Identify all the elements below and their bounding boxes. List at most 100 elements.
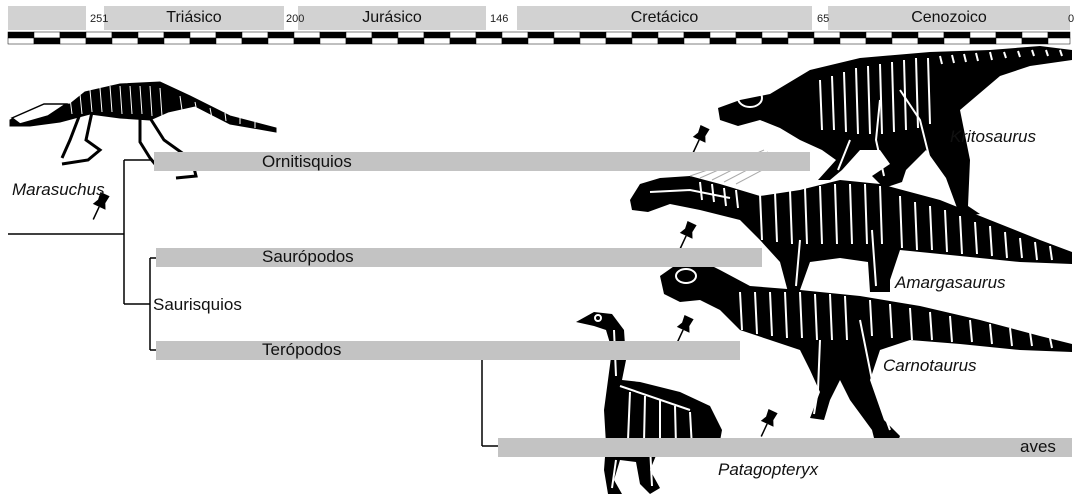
scale-cell: [502, 32, 528, 38]
scale-cell: [164, 32, 190, 38]
scale-cell: [86, 32, 112, 38]
scale-cell: [1022, 32, 1048, 38]
scale-cell: [242, 32, 268, 38]
scale-cell: [684, 32, 710, 38]
scale-cell: [892, 32, 918, 38]
scale-cell: [476, 32, 502, 38]
scale-cell: [320, 38, 346, 44]
thumbtack-icon-5: [755, 408, 780, 439]
scale-cell: [736, 38, 762, 44]
scale-cell: [424, 32, 450, 38]
thumbtack-icon-3: [674, 220, 699, 251]
scale-cell: [294, 32, 320, 38]
scale-cell: [320, 32, 346, 38]
scale-cell: [606, 38, 632, 44]
scale-cell: [216, 38, 242, 44]
scale-cell: [346, 38, 372, 44]
scale-cell: [450, 32, 476, 38]
scale-cell: [138, 38, 164, 44]
scale-cell: [190, 32, 216, 38]
scale-cell: [372, 38, 398, 44]
scale-cell: [866, 32, 892, 38]
scale-cell: [788, 38, 814, 44]
scale-cell: [944, 38, 970, 44]
scale-cell: [632, 32, 658, 38]
scale-cell: [398, 38, 424, 44]
scale-cell: [554, 38, 580, 44]
taxon-carnotaurus: Carnotaurus: [883, 356, 977, 376]
scale-cell: [762, 38, 788, 44]
bar-ornithischia: [154, 152, 810, 171]
taxon-patagopteryx: Patagopteryx: [718, 460, 818, 480]
scale-cell: [1022, 38, 1048, 44]
scale-cell: [60, 32, 86, 38]
scale-cell: [814, 38, 840, 44]
clade-sauropoda: Saurópodos: [262, 247, 354, 267]
scale-cell: [814, 32, 840, 38]
scale-cell: [554, 32, 580, 38]
scale-cell: [476, 38, 502, 44]
scale-cell: [892, 38, 918, 44]
scale-cell: [996, 38, 1022, 44]
taxon-kritosaurus: Kritosaurus: [950, 127, 1036, 147]
patagopteryx-silhouette: [576, 312, 722, 494]
scale-cell: [8, 32, 34, 38]
scale-cell: [190, 38, 216, 44]
scale-cell: [658, 32, 684, 38]
scale-cell: [86, 38, 112, 44]
bar-sauropoda: [156, 248, 762, 267]
bar-theropoda: [156, 341, 740, 360]
scale-cell: [450, 38, 476, 44]
scale-checker-strip: [8, 32, 1070, 44]
scale-cell: [112, 38, 138, 44]
scale-cell: [840, 38, 866, 44]
scale-cell: [502, 38, 528, 44]
scale-cell: [996, 32, 1022, 38]
scale-cell: [788, 32, 814, 38]
bar-aves: [498, 438, 1072, 457]
scale-cell: [944, 32, 970, 38]
scale-cell: [736, 32, 762, 38]
scale-cell: [580, 32, 606, 38]
scale-cell: [528, 38, 554, 44]
scale-cell: [918, 32, 944, 38]
clade-ornithischia: Ornitisquios: [262, 152, 352, 172]
scale-cell: [606, 32, 632, 38]
scale-cell: [710, 38, 736, 44]
tree-lines: [8, 160, 498, 446]
scale-cell: [34, 38, 60, 44]
scale-cell: [8, 38, 34, 44]
scale-cell: [580, 38, 606, 44]
scale-cell: [658, 38, 684, 44]
clade-aves: aves: [1020, 437, 1056, 457]
scale-cell: [684, 38, 710, 44]
scale-cell: [268, 32, 294, 38]
scale-cell: [762, 32, 788, 38]
scale-cell: [1048, 38, 1070, 44]
scale-cell: [164, 38, 190, 44]
scale-cell: [138, 32, 164, 38]
scale-cell: [216, 32, 242, 38]
scale-cell: [34, 32, 60, 38]
scale-cell: [918, 38, 944, 44]
scale-cell: [372, 32, 398, 38]
clade-theropoda: Terópodos: [262, 340, 341, 360]
scale-cell: [1048, 32, 1070, 38]
scale-cell: [112, 32, 138, 38]
scale-cell: [424, 38, 450, 44]
scale-cell: [970, 32, 996, 38]
scale-cell: [346, 32, 372, 38]
scale-cell: [632, 38, 658, 44]
scale-cell: [294, 38, 320, 44]
scale-cell: [398, 32, 424, 38]
scale-cell: [528, 32, 554, 38]
scale-cell: [710, 32, 736, 38]
scale-cell: [866, 38, 892, 44]
scale-cell: [970, 38, 996, 44]
scale-cell: [60, 38, 86, 44]
scale-cell: [840, 32, 866, 38]
clade-saurischia: Saurisquios: [153, 295, 242, 315]
taxon-amargasaurus: Amargasaurus: [895, 273, 1006, 293]
scale-cell: [268, 38, 294, 44]
thumbtack-icon-2: [687, 124, 712, 155]
